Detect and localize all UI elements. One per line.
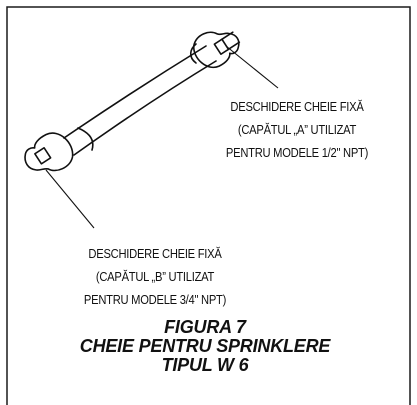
wrench-end-b — [24, 132, 74, 172]
label-b-line3: PENTRU MODELE 3/4" NPT) — [83, 292, 227, 307]
label-end-b: DESCHIDERE CHEIE FIXĂ (CAPĂTUL „B” UTILI… — [69, 242, 241, 311]
label-a-line3: PENTRU MODELE 1/2" NPT) — [225, 145, 369, 160]
label-a-line1: DESCHIDERE CHEIE FIXĂ — [230, 99, 364, 114]
label-end-a: DESCHIDERE CHEIE FIXĂ (CAPĂTUL „A” UTILI… — [211, 95, 383, 164]
label-a-line2: (CAPĂTUL „A” UTILIZAT — [237, 122, 357, 137]
wrench-end-a — [193, 31, 241, 69]
label-b-line1: DESCHIDERE CHEIE FIXĂ — [88, 246, 222, 261]
label-b-line2: (CAPĂTUL „B” UTILIZAT — [95, 269, 215, 284]
caption-line3: TIPUL W 6 — [161, 355, 249, 375]
leader-line-b — [45, 169, 95, 229]
leader-line-a — [225, 45, 279, 89]
figure-caption: FIGURA 7 CHEIE PENTRU SPRINKLERE TIPUL W… — [40, 318, 370, 375]
caption-line2: CHEIE PENTRU SPRINKLERE — [79, 336, 331, 356]
caption-line1: FIGURA 7 — [164, 317, 246, 337]
